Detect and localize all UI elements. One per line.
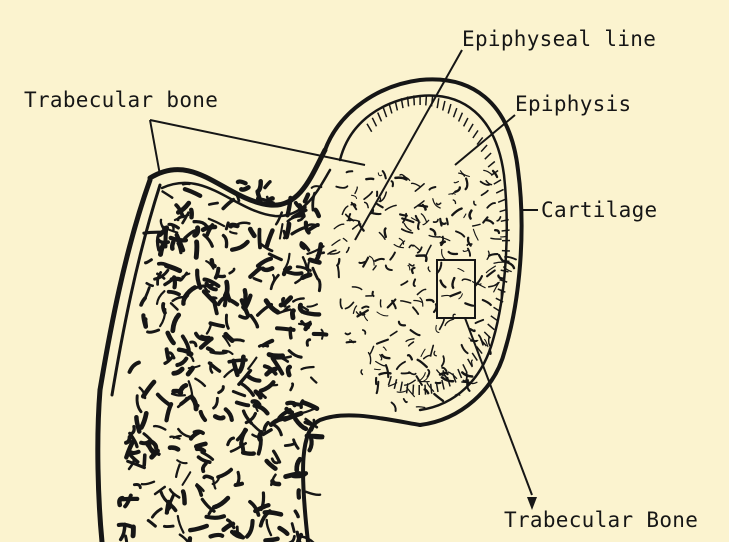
trabecula-stroke <box>196 242 197 257</box>
trabecula-stroke <box>347 171 353 172</box>
label-epiphysis: Epiphysis <box>515 92 632 116</box>
trabecula-stroke <box>442 295 451 296</box>
trabecula-stroke <box>189 538 190 542</box>
trabecula-stroke <box>231 225 238 226</box>
trabecula-stroke <box>211 352 226 353</box>
trabecula-stroke <box>263 268 272 270</box>
trabecula-stroke <box>238 181 246 183</box>
trabecula-stroke <box>491 238 501 239</box>
trabecula-stroke <box>316 210 319 216</box>
trabecula-stroke <box>374 369 380 370</box>
trabecula-stroke <box>238 472 239 484</box>
trabecula-stroke <box>310 438 312 451</box>
trabecula-stroke <box>172 242 173 248</box>
trabecula-stroke <box>402 373 411 374</box>
trabecula-stroke <box>164 526 173 527</box>
trabecula-stroke <box>400 214 407 215</box>
trabecula-stroke <box>211 535 223 537</box>
trabecula-stroke <box>319 280 320 291</box>
trabecula-stroke <box>215 416 223 418</box>
trabecula-stroke <box>240 316 247 318</box>
trabecula-stroke <box>167 349 169 358</box>
trabecula-stroke <box>167 502 169 513</box>
trabecula-stroke <box>259 181 261 190</box>
trabecula-stroke <box>209 203 217 205</box>
trabecula-stroke <box>143 315 145 326</box>
trabecula-stroke <box>258 191 261 200</box>
trabecula-stroke <box>294 403 300 405</box>
trabecula-stroke <box>373 213 381 214</box>
trabecula-stroke <box>183 492 185 504</box>
trabecula-stroke <box>379 373 390 375</box>
trabecula-stroke <box>170 448 178 450</box>
trabecula-stroke <box>414 279 415 286</box>
trabecula-stroke <box>425 256 426 261</box>
trabecula-stroke <box>144 455 145 465</box>
rim-mark <box>426 95 427 105</box>
trabecula-stroke <box>416 407 424 408</box>
trabecula-stroke <box>347 342 356 343</box>
trabecula-stroke <box>490 349 491 354</box>
trabecula-stroke <box>287 272 301 274</box>
trabecula-stroke <box>241 443 243 452</box>
trabecula-stroke <box>259 433 261 440</box>
trabecula-stroke <box>243 453 254 454</box>
rim-mark <box>413 385 414 395</box>
trabecula-stroke <box>126 536 127 542</box>
trabecula-stroke <box>236 484 242 485</box>
trabecula-stroke <box>241 187 248 189</box>
trabecula-stroke <box>273 275 274 281</box>
rim-mark <box>502 230 510 231</box>
trabecula-stroke <box>305 195 308 202</box>
trabecula-stroke <box>304 312 319 314</box>
trabecula-stroke <box>269 355 283 356</box>
trabecula-stroke <box>226 223 228 229</box>
trabecula-stroke <box>231 340 243 341</box>
trabecula-stroke <box>225 282 227 296</box>
trabecula-stroke <box>290 328 291 338</box>
trabecula-stroke <box>292 311 293 318</box>
trabecula-stroke <box>191 210 192 218</box>
rim-mark <box>425 385 426 395</box>
trabecula-stroke <box>418 223 419 229</box>
trabecula-stroke <box>380 300 381 307</box>
trabecula-stroke <box>267 197 268 205</box>
rim-mark <box>431 384 432 394</box>
trabecula-stroke <box>158 234 159 250</box>
trabecula-stroke <box>207 516 225 518</box>
trabecula-stroke <box>287 224 290 237</box>
trabecula-stroke <box>209 297 216 298</box>
label-cartilage: Cartilage <box>541 198 658 222</box>
trabecula-stroke <box>183 184 189 185</box>
label-trabecular-bone-left: Trabecular bone <box>24 88 218 112</box>
trabecula-stroke <box>266 539 278 541</box>
trabecula-stroke <box>174 277 175 287</box>
trabecula-stroke <box>418 206 427 207</box>
trabecula-stroke <box>286 474 300 477</box>
trabecula-stroke <box>338 267 339 278</box>
trabecula-stroke <box>447 219 448 225</box>
trabecula-stroke <box>385 229 386 237</box>
trabecula-stroke <box>314 334 327 335</box>
trabecula-stroke <box>310 260 319 263</box>
trabecula-stroke <box>288 367 290 375</box>
trabecula-stroke <box>204 476 212 478</box>
trabecula-stroke <box>366 179 373 180</box>
trabecula-stroke <box>373 292 374 296</box>
label-epiphyseal-line: Epiphyseal line <box>462 27 656 51</box>
trabecula-stroke <box>196 444 205 447</box>
trabecula-stroke <box>462 382 471 383</box>
rim-mark <box>414 95 415 105</box>
trabecula-stroke <box>197 449 204 451</box>
label-trabecular-bone-bottom: Trabecular Bone <box>504 508 698 532</box>
